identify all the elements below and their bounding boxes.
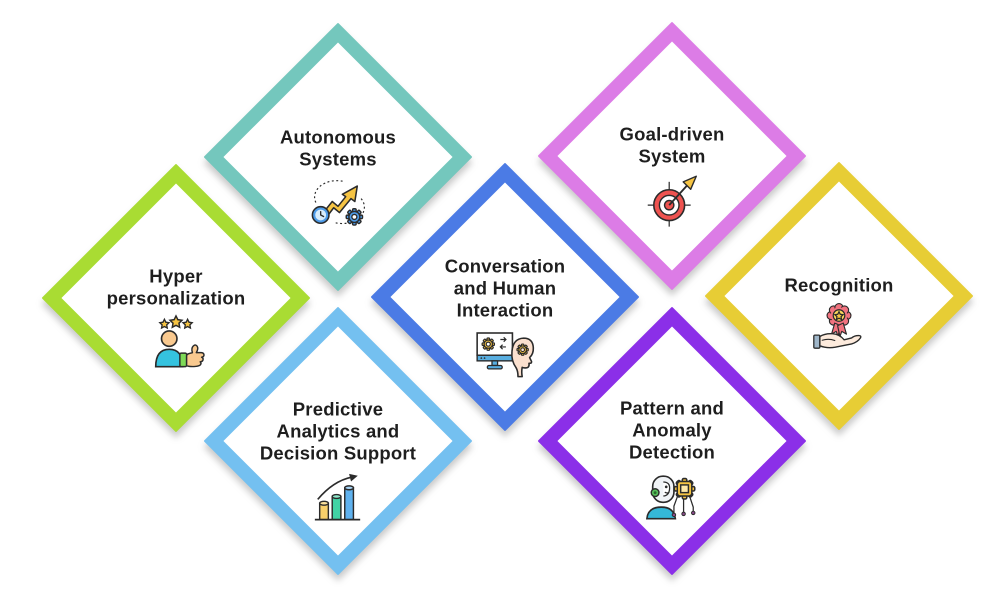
robot-chip-circuit-icon: [641, 469, 703, 525]
target-dart-icon: [644, 173, 700, 229]
monitor-head-gears-icon: [475, 327, 535, 379]
diamond-label: Recognition: [784, 274, 894, 296]
bar-chart-growth-arrow-icon: [310, 470, 366, 524]
diamond-label: Pattern and Anomaly Detection: [620, 397, 724, 463]
hand-holding-medal-icon: [811, 302, 867, 358]
diamond-label: Predictive Analytics and Decision Suppor…: [259, 398, 417, 464]
diamond-label: Goal-driven System: [619, 123, 725, 167]
customer-rating-thumbs-up-icon: [145, 315, 207, 371]
diamond-label: Conversation and Human Interaction: [444, 255, 566, 321]
diamond-label: Hyper personalization: [106, 265, 246, 309]
automation-gear-arrow-clock-icon: [308, 176, 368, 228]
diamond-label: Autonomous Systems: [279, 126, 397, 170]
